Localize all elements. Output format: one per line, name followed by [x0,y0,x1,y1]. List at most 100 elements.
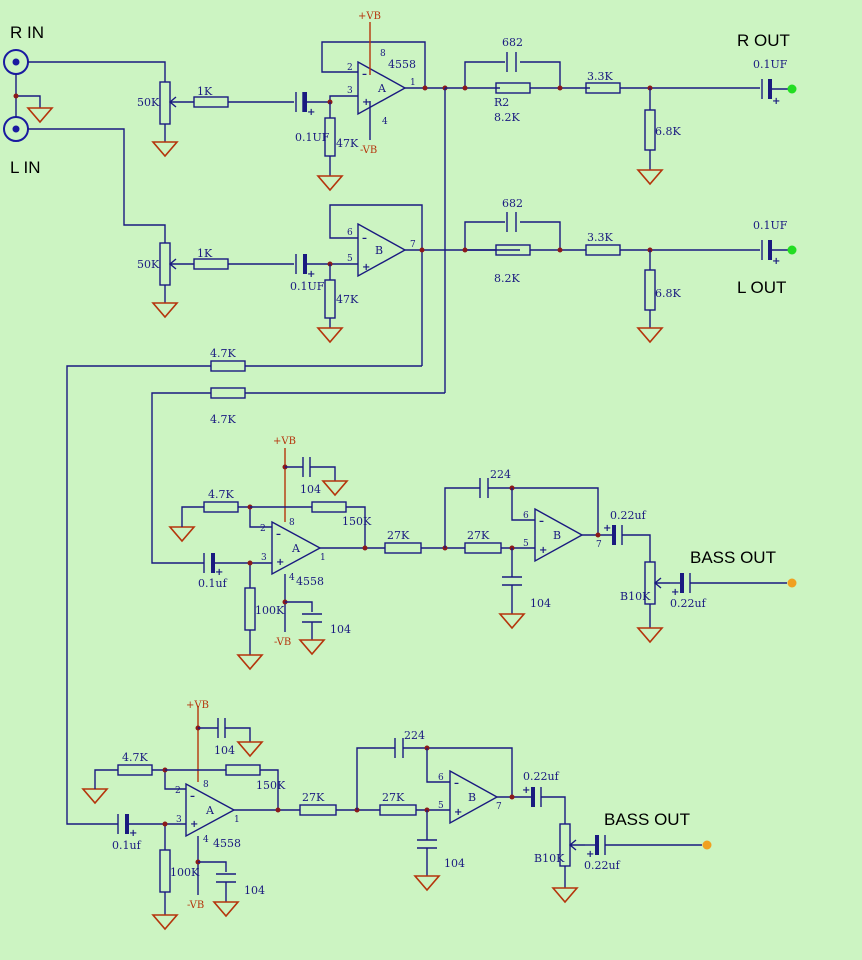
l-series-value: 1K [197,247,213,260]
r-fb-cap-value: 682 [502,36,523,49]
l-out-cap-value: 0.1UF [753,219,788,232]
svg-text:7: 7 [596,540,602,550]
top-vb-neg: -VB [360,145,377,156]
l-out-terminal [787,245,797,255]
svg-text:A: A [205,804,215,817]
l-pot-value: 50K [137,258,160,271]
svg-text:3: 3 [261,553,267,563]
svg-text:4558: 4558 [213,837,241,850]
r-cap-value: 0.1UF [295,131,330,144]
svg-text:B: B [553,529,561,542]
r-out-res-value: 3.3K [587,70,613,83]
l-in-jack [3,116,29,142]
r-out-shunt [644,109,656,151]
svg-text:-VB: -VB [274,637,291,648]
r-shunt-value: 47K [336,137,359,150]
bass2-res-in [117,764,153,776]
bass2-res-f2 [379,804,417,816]
r-in-label: R IN [10,23,44,42]
svg-text:+: + [772,256,780,267]
svg-text:+: + [129,828,137,839]
ground-symbol [26,107,54,124]
svg-text:104: 104 [214,744,235,757]
svg-text:0.22uf: 0.22uf [670,597,707,610]
r-out-resistor [585,82,621,94]
svg-text:6: 6 [347,228,353,238]
svg-text:4: 4 [382,117,388,127]
l-input-cap [295,254,307,274]
l-out-label: L OUT [737,278,786,297]
mix-res-l-value: 4.7K [210,347,236,360]
svg-text:8: 8 [289,518,295,528]
svg-text:B10K: B10K [534,852,565,865]
svg-text:–: – [454,778,459,789]
l-fb-cap [506,212,517,232]
bass2-section: +VB 104 4.7K 150K A – + 2 3 1 8 4 4558 +… [81,700,712,931]
svg-text:+: + [586,849,594,860]
svg-text:27K: 27K [302,791,325,804]
svg-text:27K: 27K [382,791,405,804]
svg-text:7: 7 [496,802,502,812]
svg-text:1: 1 [234,815,240,825]
l-out-cap [761,240,772,260]
r-out-shunt-value: 6.8K [655,125,681,138]
svg-text:27K: 27K [387,529,410,542]
opamp-top-a: A – + [357,60,407,116]
svg-text:0.22uf: 0.22uf [523,770,560,783]
bass1-section: +VB 104 4.7K 150K A – + 2 3 1 8 4 4558 +… [168,436,797,671]
svg-text:+: + [215,567,223,578]
svg-text:6: 6 [438,773,444,783]
mix-resistor-l [210,360,246,372]
svg-text:+: + [307,107,315,118]
svg-text:104: 104 [330,623,351,636]
svg-text:100K: 100K [255,604,285,617]
l-out-shunt [644,269,656,311]
svg-text:104: 104 [530,597,551,610]
svg-text:150K: 150K [342,515,372,528]
svg-text:4: 4 [289,573,295,583]
svg-text:+: + [362,97,370,108]
svg-text:–: – [362,69,367,80]
svg-text:+: + [522,785,530,796]
svg-text:0.22uf: 0.22uf [610,509,647,522]
svg-text:B: B [468,791,476,804]
svg-text:100K: 100K [170,866,200,879]
bass-out-1-label: BASS OUT [690,548,776,567]
bass2-res-f1 [299,804,337,816]
svg-text:0.1uf: 0.1uf [198,577,228,590]
svg-text:B: B [375,244,383,257]
r-out-label: R OUT [737,31,790,50]
bass1-res-bias [244,587,256,631]
svg-text:+: + [671,587,679,598]
svg-text:0.22uf: 0.22uf [584,859,621,872]
svg-text:104: 104 [444,857,465,870]
svg-text:27K: 27K [467,529,490,542]
svg-text:5: 5 [347,254,353,264]
svg-text:-VB: -VB [187,900,204,911]
bass1-opamp-a [271,520,322,576]
l-series-resistor [193,258,229,270]
svg-text:+VB: +VB [273,436,296,447]
svg-text:+VB: +VB [186,700,209,711]
svg-text:2: 2 [260,524,266,534]
bass2-res-fb [225,764,261,776]
svg-text:+: + [772,96,780,107]
r-fb-res-name: R2 [494,96,509,109]
opamp-top-b: B – + [357,222,407,278]
svg-text:4.7K: 4.7K [208,488,234,501]
r-input-cap [295,92,307,112]
svg-text:5: 5 [523,539,529,549]
r-out-cap [761,79,772,99]
svg-text:4.7K: 4.7K [122,751,148,764]
r-out-terminal [787,84,797,94]
r-series-value: 1K [197,85,213,98]
svg-text:104: 104 [244,884,265,897]
svg-text:104: 104 [300,483,321,496]
l-fb-cap-value: 682 [502,197,523,210]
svg-text:1: 1 [320,553,326,563]
l-cap-value: 0.1UF [290,280,325,293]
svg-text:+: + [603,523,611,534]
l-out-res-value: 3.3K [587,231,613,244]
r-fb-res-value: 8.2K [494,111,520,124]
svg-text:224: 224 [404,729,425,742]
